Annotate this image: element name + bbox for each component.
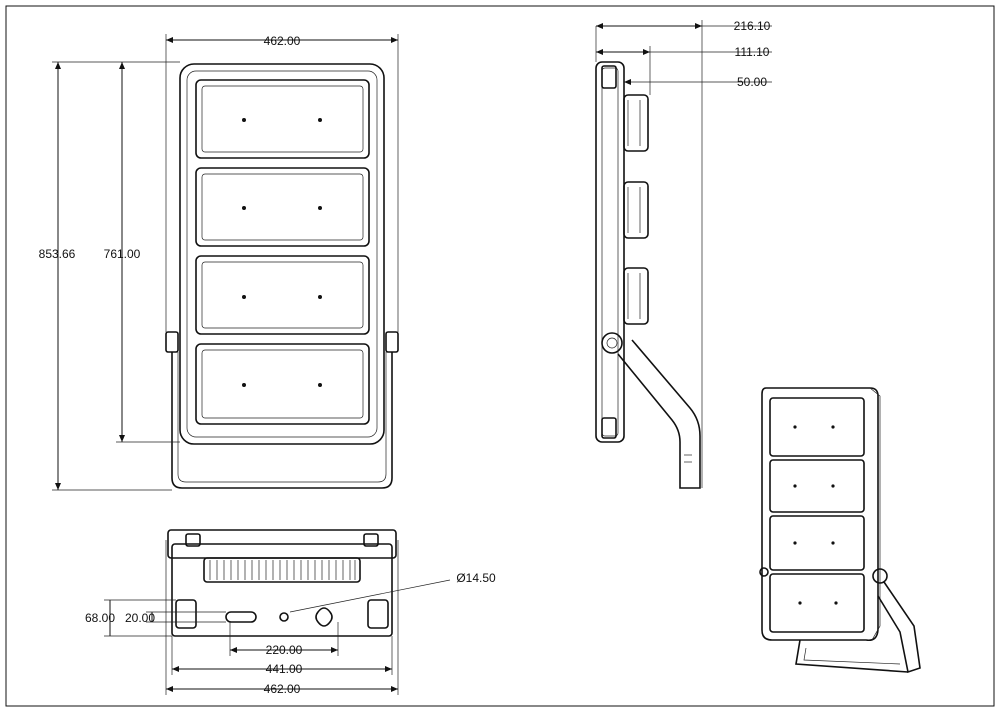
front-yoke-bracket <box>171 352 393 489</box>
bottom-yoke-plate <box>171 543 393 637</box>
bottom-hole-diameter-label: Ø14.50 <box>456 571 496 585</box>
iso-led-module-2 <box>769 459 865 513</box>
driver-1 <box>623 94 649 152</box>
front-dimensions: 462.00 853.66 761.00 <box>39 34 399 491</box>
front-total-height-label: 853.66 <box>39 247 76 261</box>
front-width-label: 462.00 <box>264 34 301 48</box>
iso-pivot <box>872 568 888 584</box>
iso-led-module-1 <box>769 397 865 457</box>
sheet-border <box>5 5 995 707</box>
bottom-view <box>167 529 397 637</box>
side-depth-front-label: 50.00 <box>737 75 767 89</box>
front-view <box>165 63 399 489</box>
side-view <box>595 61 701 489</box>
front-pivot-left <box>165 331 179 353</box>
side-pivot <box>601 332 623 354</box>
iso-bracket-base <box>795 639 909 673</box>
front-housing-outline <box>179 63 385 445</box>
led-module-3 <box>195 255 370 335</box>
side-depth-total-label: 216.10 <box>734 19 771 33</box>
iso-housing <box>761 387 879 642</box>
bottom-heatsink <box>203 557 361 583</box>
bottom-slot <box>225 611 257 623</box>
driver-3 <box>623 267 649 325</box>
driver-2 <box>623 181 649 239</box>
iso-bracket-arm <box>877 581 921 674</box>
iso-led-module-3 <box>769 515 865 571</box>
bottom-outer-width-label: 462.00 <box>264 682 301 696</box>
side-depth-mid-label: 111.10 <box>735 45 770 59</box>
iso-led-module-4 <box>769 573 865 633</box>
front-pivot-right <box>385 331 399 353</box>
side-housing <box>595 61 625 443</box>
side-drivers <box>623 94 649 325</box>
bottom-offset-a-label: 68.00 <box>85 611 115 625</box>
bottom-hole <box>279 612 289 622</box>
bottom-inner-width-label: 441.00 <box>266 662 303 676</box>
front-mount-dots <box>242 118 322 387</box>
side-dimensions: 216.10 111.10 50.00 <box>595 19 772 488</box>
bottom-keyhole <box>315 607 333 627</box>
led-module-2 <box>195 167 370 247</box>
led-module-4 <box>195 343 370 425</box>
bottom-hole-spacing-label: 220.00 <box>266 643 303 657</box>
front-housing-inner <box>186 70 378 438</box>
isometric-view <box>759 387 921 674</box>
front-led-modules <box>195 79 370 425</box>
led-module-1 <box>195 79 370 159</box>
side-bracket-arm <box>617 339 701 489</box>
bottom-dimensions: Ø14.50 68.00 20.00 220.00 441.00 462.00 <box>85 540 496 696</box>
front-body-height-label: 761.00 <box>104 247 141 261</box>
bottom-offset-b-label: 20.00 <box>125 611 155 625</box>
